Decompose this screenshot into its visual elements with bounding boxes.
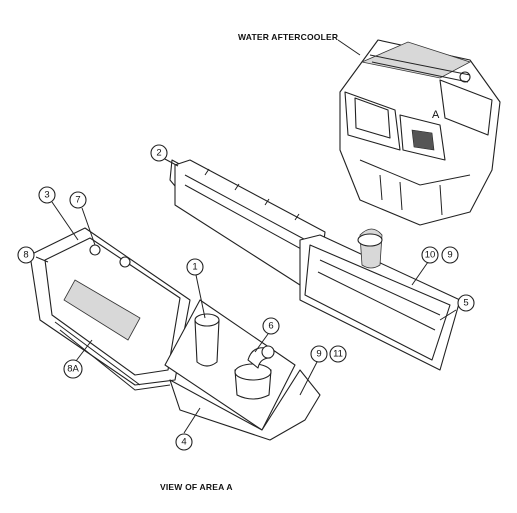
- area-a-label: A: [432, 109, 440, 121]
- engine-illustration: [339, 39, 501, 226]
- svg-text:9: 9: [447, 250, 452, 261]
- gasket-part-2: [169, 159, 326, 291]
- callout-5: 5: [457, 294, 475, 312]
- center-plate-part-4: [164, 299, 321, 441]
- callout-9-top: 9: [441, 246, 459, 264]
- svg-text:2: 2: [156, 148, 161, 159]
- svg-text:8: 8: [23, 250, 28, 261]
- callout-1: 1: [186, 258, 204, 276]
- svg-text:9: 9: [316, 349, 321, 360]
- svg-text:5: 5: [463, 298, 468, 309]
- callout-6: 6: [262, 317, 280, 335]
- callout-10: 10: [421, 246, 439, 264]
- svg-text:1: 1: [192, 262, 197, 273]
- water-aftercooler-label: WATER AFTERCOOLER: [238, 32, 338, 42]
- svg-text:3: 3: [44, 190, 49, 201]
- svg-text:7: 7: [75, 195, 80, 206]
- svg-text:6: 6: [268, 321, 273, 332]
- callout-4: 4: [175, 433, 193, 451]
- callout-11: 11: [329, 345, 347, 363]
- valve-cover-part-5: [299, 228, 461, 371]
- leader-lines: [35, 39, 457, 434]
- svg-text:10: 10: [425, 250, 436, 261]
- svg-text:8A: 8A: [67, 364, 79, 375]
- callout-8: 8: [17, 246, 35, 264]
- callout-8a: 8A: [63, 359, 83, 379]
- view-caption: VIEW OF AREA A: [160, 482, 233, 492]
- svg-text:4: 4: [181, 437, 186, 448]
- callout-3: 3: [38, 186, 56, 204]
- svg-text:11: 11: [333, 349, 343, 360]
- callout-7: 7: [69, 191, 87, 209]
- callout-9-bottom: 9: [310, 345, 328, 363]
- callout-2: 2: [150, 144, 168, 162]
- valve-cover-part-3: [29, 227, 191, 391]
